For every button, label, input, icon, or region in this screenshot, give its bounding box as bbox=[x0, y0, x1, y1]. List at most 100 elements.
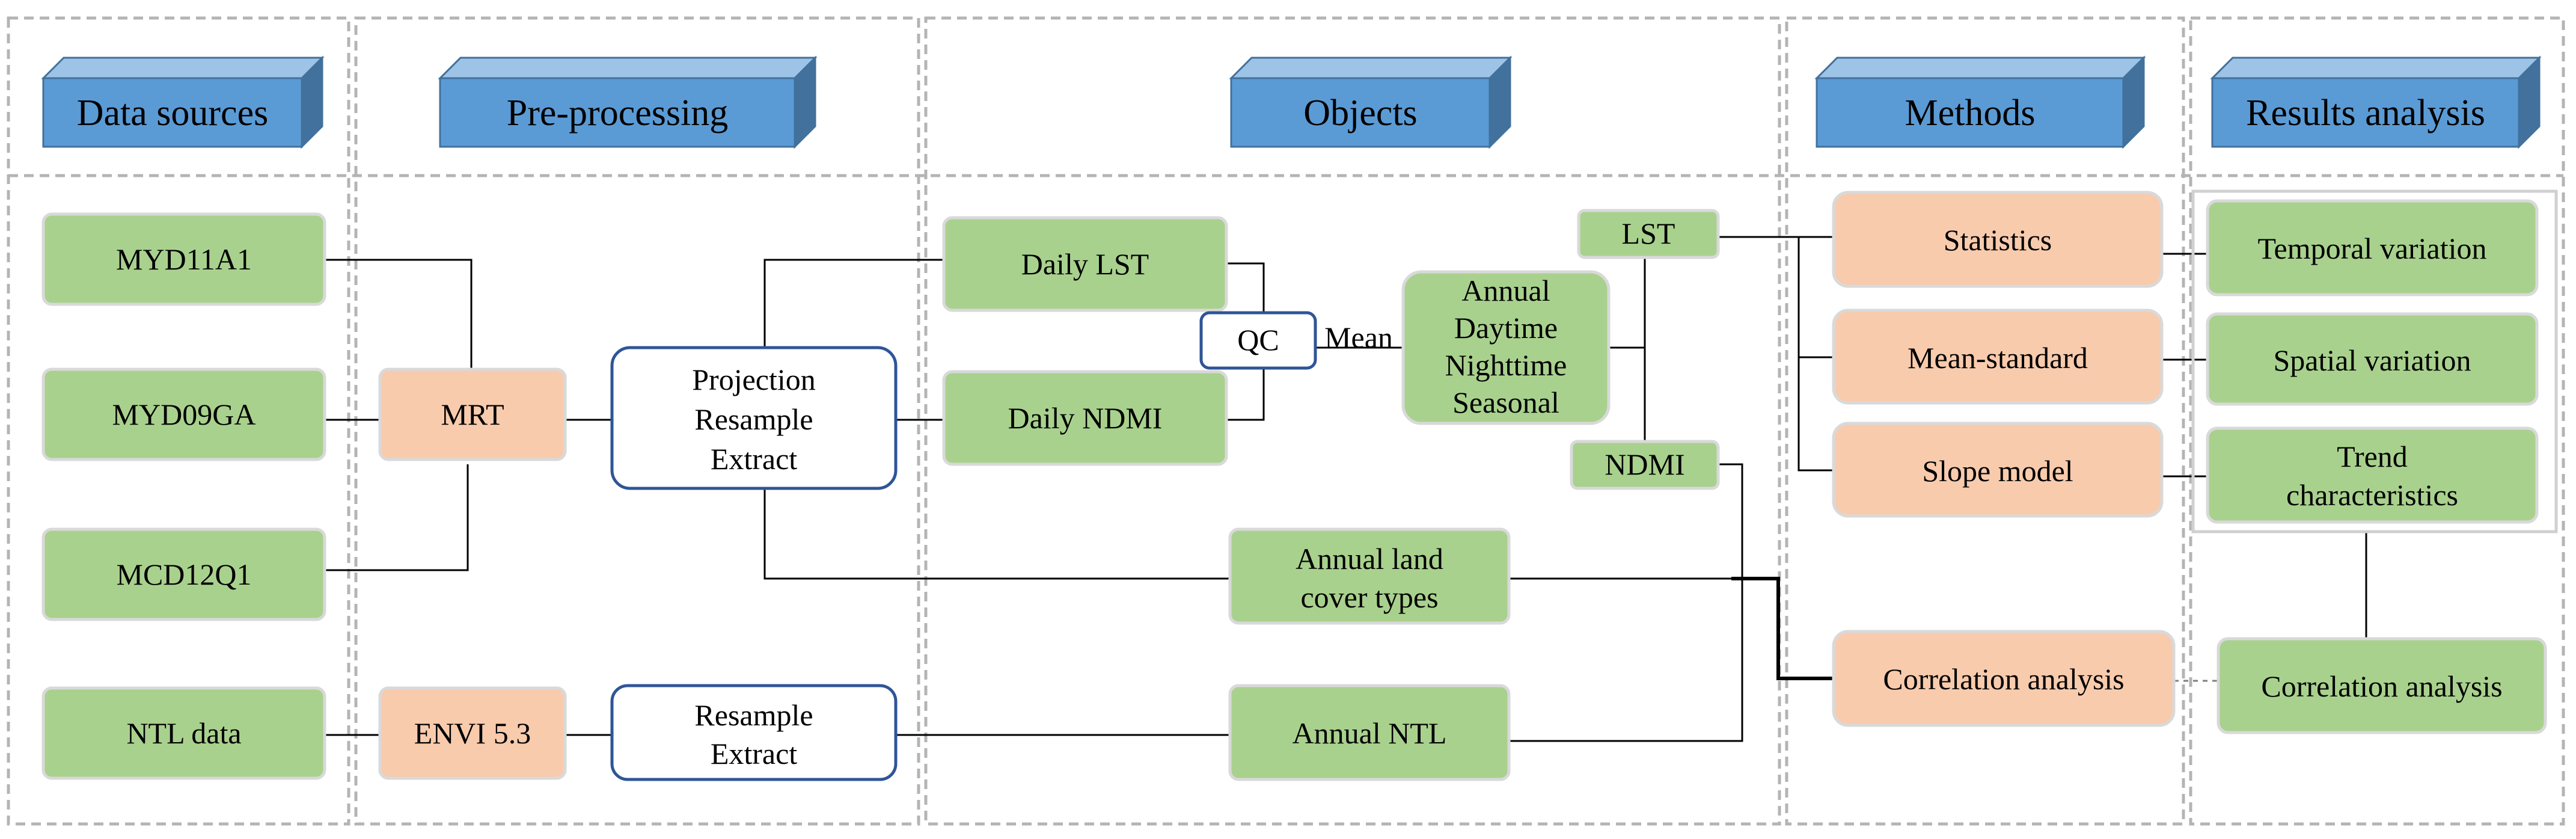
header-data-sources: Data sources bbox=[41, 55, 325, 149]
mean-label: Mean bbox=[1324, 321, 1393, 354]
connector-ntl-correlation bbox=[1509, 579, 1743, 742]
node-label: NTL data bbox=[126, 716, 241, 750]
node-label-line-2: Resample bbox=[694, 402, 813, 436]
connector-myd11a1-mrt bbox=[325, 259, 473, 368]
node-box bbox=[942, 216, 1228, 312]
connector-mcd12q1-mrt bbox=[325, 464, 469, 571]
connector-ndmi-correlation bbox=[1718, 463, 1743, 579]
node-spatial-variation: Spatial variation bbox=[2206, 312, 2539, 406]
frame-pre-processing bbox=[354, 16, 920, 826]
node-box bbox=[1832, 422, 2164, 518]
node-label: Annual NTL bbox=[1293, 716, 1447, 750]
node-box bbox=[41, 367, 326, 461]
node-label-line-1: Resample bbox=[694, 698, 813, 732]
node-label-line-2: characteristics bbox=[2286, 478, 2458, 512]
node-box bbox=[41, 527, 326, 621]
header-top-face bbox=[1229, 57, 1513, 79]
node-lst: LST bbox=[1577, 209, 1720, 259]
header-label: Methods bbox=[1905, 93, 2036, 134]
node-ntl-data: NTL data bbox=[41, 686, 326, 780]
frame-results-analysis bbox=[2189, 16, 2565, 826]
header-objects: Objects bbox=[1229, 55, 1513, 149]
node-box bbox=[1832, 191, 2164, 288]
header-label: Data sources bbox=[77, 93, 268, 134]
node-label: MCD12Q1 bbox=[116, 558, 251, 591]
node-envi: ENVI 5.3 bbox=[378, 686, 567, 780]
header-top-face bbox=[41, 57, 325, 79]
node-slope-model: Slope model bbox=[1832, 422, 2164, 518]
connector-methods-trunk bbox=[1797, 237, 1834, 472]
node-annual-daytime-nighttime-seasonal: Annual Daytime Nighttime Seasonal bbox=[1401, 270, 1611, 425]
node-label: Slope model bbox=[1922, 454, 2073, 488]
node-label: MRT bbox=[441, 398, 504, 431]
node-mrt: MRT bbox=[378, 367, 567, 461]
node-box bbox=[2206, 426, 2539, 524]
node-methods-correlation-analysis: Correlation analysis bbox=[1832, 630, 2176, 727]
node-statistics: Statistics bbox=[1832, 191, 2164, 288]
node-qc: QC bbox=[1199, 311, 1317, 370]
node-label: NDMI bbox=[1605, 447, 1684, 481]
node-mcd12q1: MCD12Q1 bbox=[41, 527, 326, 621]
node-label-line-4: Seasonal bbox=[1452, 386, 1559, 419]
node-box bbox=[378, 367, 567, 461]
node-label: Mean-standard bbox=[1908, 341, 2088, 375]
node-box bbox=[41, 212, 326, 306]
node-annual-land-cover-types: Annual land cover types bbox=[1228, 527, 1511, 625]
header-label: Objects bbox=[1303, 93, 1417, 134]
node-myd09ga: MYD09GA bbox=[41, 367, 326, 461]
node-label: Spatial variation bbox=[2273, 343, 2471, 377]
connector-projection-land-cover bbox=[763, 488, 1230, 580]
node-ndmi: NDMI bbox=[1570, 440, 1720, 490]
node-box bbox=[1570, 440, 1720, 490]
node-resample-extract: Resample Extract bbox=[610, 684, 898, 781]
connector-junction-correlation bbox=[1731, 577, 1834, 680]
results-group-frame bbox=[2191, 189, 2558, 533]
node-label: MYD11A1 bbox=[116, 242, 252, 276]
node-daily-lst: Daily LST bbox=[942, 216, 1228, 312]
node-box bbox=[1832, 309, 2164, 405]
header-pre-processing: Pre-processing bbox=[438, 55, 818, 149]
header-front-face bbox=[1230, 77, 1491, 148]
node-label-line-1: Projection bbox=[692, 363, 816, 396]
frame-objects bbox=[924, 16, 1781, 826]
node-results-correlation-analysis: Correlation analysis bbox=[2217, 637, 2547, 734]
node-mean-standard: Mean-standard bbox=[1832, 309, 2164, 405]
node-label-line-1: Annual land bbox=[1296, 542, 1443, 576]
node-label: QC bbox=[1237, 323, 1279, 357]
connector-projection-daily-lst bbox=[763, 259, 944, 348]
node-label: Correlation analysis bbox=[2261, 669, 2502, 703]
header-front-face bbox=[439, 77, 796, 148]
frame-data-sources bbox=[7, 16, 350, 826]
header-top-face bbox=[438, 57, 818, 79]
node-box bbox=[2206, 199, 2539, 297]
node-label: Daily NDMI bbox=[1008, 401, 1163, 435]
frame-methods bbox=[1785, 16, 2185, 826]
node-trend-characteristics: Trend characteristics bbox=[2206, 426, 2539, 524]
node-projection-resample-extract: Projection Resample Extract bbox=[610, 346, 898, 490]
node-label-line-2: Daytime bbox=[1454, 311, 1558, 345]
node-daily-ndmi: Daily NDMI bbox=[942, 370, 1228, 466]
header-results-analysis: Results analysis bbox=[2210, 55, 2542, 149]
connector-daily-lst-qc bbox=[1226, 262, 1265, 313]
header-label: Results analysis bbox=[2246, 93, 2485, 134]
node-label-line-3: Nighttime bbox=[1445, 348, 1567, 382]
node-label: Daily LST bbox=[1021, 247, 1149, 281]
column-frames bbox=[7, 16, 2565, 826]
node-label: MYD09GA bbox=[112, 398, 256, 431]
node-box bbox=[1577, 209, 1720, 259]
node-box bbox=[1199, 311, 1317, 370]
header-top-face bbox=[2210, 57, 2542, 79]
node-temporal-variation: Temporal variation bbox=[2206, 199, 2539, 297]
header-front-face bbox=[1816, 77, 2125, 148]
node-annual-ntl: Annual NTL bbox=[1228, 684, 1511, 781]
header-top-face bbox=[1814, 57, 2146, 79]
node-label: Correlation analysis bbox=[1883, 662, 2124, 696]
node-label: Temporal variation bbox=[2257, 232, 2486, 265]
header-front-face bbox=[2211, 77, 2520, 148]
node-box bbox=[1228, 684, 1511, 781]
node-label-line-3: Extract bbox=[711, 442, 797, 476]
node-box bbox=[1228, 527, 1511, 625]
node-label-line-2: cover types bbox=[1300, 580, 1438, 614]
node-box bbox=[2217, 637, 2547, 734]
